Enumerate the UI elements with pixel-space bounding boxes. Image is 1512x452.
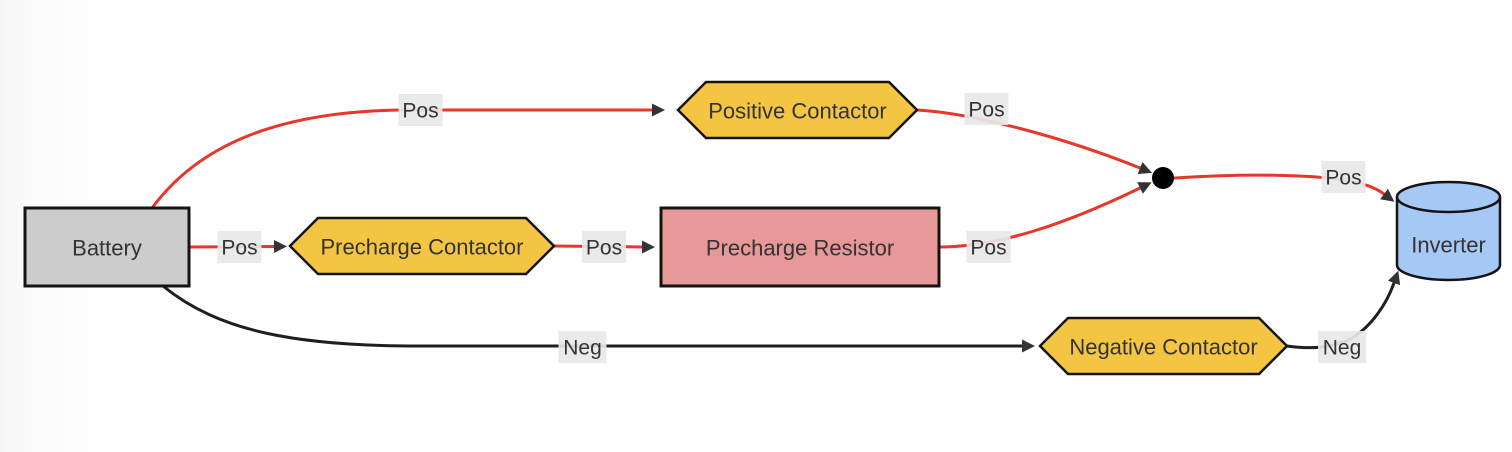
precharge-contactor-shape [288,216,556,276]
edge-label-bg [1318,331,1366,363]
inverter-label: Inverter [1411,233,1486,258]
node-battery: Battery [23,206,191,288]
negative-contactor-shape [1038,316,1289,376]
edge-label-bg [1321,161,1366,193]
edge-label-bg [217,231,262,263]
edge-label-text: Pos [221,237,257,260]
edge-label-text: Pos [1325,167,1361,190]
label-positive-contactor-to-junction: Pos [964,93,1009,125]
label-battery-to-negative-contactor: Neg [558,331,607,363]
node-precharge-resistor: Precharge Resistor [659,206,941,288]
precharge-contactor-label: Precharge Contactor [321,235,524,260]
label-junction-to-inverter: Pos [1321,161,1366,193]
inverter-cylinder-top-arc [1395,196,1502,214]
edge-label-bg [966,231,1011,263]
edge-label-bg [398,94,443,126]
label-precharge-contactor-to-resistor: Pos [582,231,626,263]
label-battery-to-positive-contactor: Pos [398,94,443,126]
edge-battery-to-negative-contactor [161,284,1035,353]
node-junction [1152,167,1174,189]
edge-battery-to-positive-contactor [150,103,665,210]
edge-label-text: Pos [968,99,1004,122]
label-battery-to-precharge-contactor: Pos [217,231,262,263]
edge-label-text: Neg [1323,337,1362,360]
precharge-resistor-label: Precharge Resistor [706,236,894,261]
nodes: Battery Positive Contactor Precharge Con… [23,80,1502,376]
battery-label: Battery [72,236,142,261]
edge-positive-contactor-to-junction [915,108,1153,175]
edge-label-bg [558,331,607,363]
positive-contactor-label: Positive Contactor [708,99,887,124]
edge-label-text: Pos [586,237,622,260]
node-precharge-contactor: Precharge Contactor [288,216,556,276]
edge-label-bg [582,231,626,263]
edge-label-bg [964,93,1009,125]
precharge-resistor-shape [659,206,941,288]
edge-labels: Pos Pos Pos Pos Pos Pos [217,93,1366,363]
node-inverter: Inverter [1395,180,1502,282]
edge-label-text: Pos [402,100,438,123]
edge-label-text: Pos [970,237,1006,260]
positive-contactor-shape [676,80,919,140]
negative-contactor-label: Negative Contactor [1069,335,1257,360]
junction-dot [1152,167,1174,189]
inverter-cylinder-shape [1395,180,1502,282]
node-negative-contactor: Negative Contactor [1038,316,1289,376]
node-positive-contactor: Positive Contactor [676,80,919,140]
label-negative-contactor-to-inverter: Neg [1318,331,1366,363]
battery-shape [23,206,191,288]
label-precharge-resistor-to-junction: Pos [966,231,1011,263]
edge-precharge-resistor-to-junction [937,182,1152,249]
edge-label-text: Neg [563,337,602,360]
